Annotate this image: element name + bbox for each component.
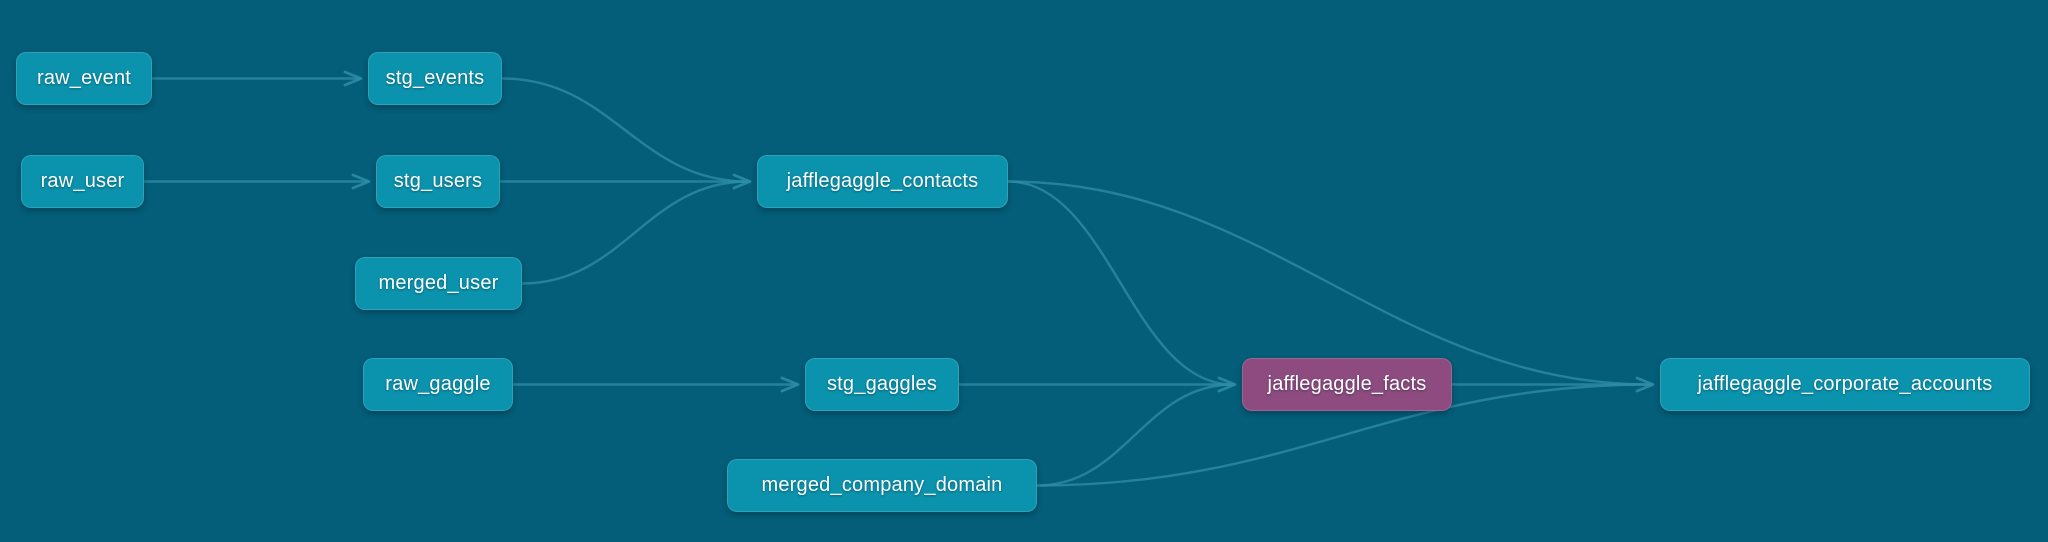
node-label: stg_users [393,170,483,192]
node-jafflegaggle_facts[interactable]: jafflegaggle_facts [1242,358,1452,411]
edge-merged_company_domain-to-jafflegaggle_corporate_accounts [1035,383,1653,487]
node-stg_gaggles[interactable]: stg_gaggles [805,358,959,411]
edge-merged_company_domain-to-jafflegaggle_facts [1035,383,1235,487]
node-merged_company_domain[interactable]: merged_company_domain [727,459,1037,512]
arrowhead-icon-into-stg_gaggles [780,376,800,393]
edge-jafflegaggle_contacts-to-jafflegaggle_corporate_accounts [1006,180,1653,386]
edge-stg_events-to-jafflegaggle_contacts [500,77,750,183]
node-jafflegaggle_contacts[interactable]: jafflegaggle_contacts [757,155,1008,208]
node-label: jafflegaggle_corporate_accounts [1697,373,1993,395]
node-label: stg_events [385,67,485,89]
node-merged_user[interactable]: merged_user [355,257,522,310]
edge-jafflegaggle_contacts-to-jafflegaggle_facts [1006,180,1235,386]
node-stg_events[interactable]: stg_events [368,52,502,105]
node-raw_user[interactable]: raw_user [21,155,144,208]
node-raw_event[interactable]: raw_event [16,52,152,105]
node-label: merged_user [378,272,499,294]
edge-merged_user-to-jafflegaggle_contacts [520,180,750,285]
node-jafflegaggle_corporate_accounts[interactable]: jafflegaggle_corporate_accounts [1660,358,2030,411]
node-label: jafflegaggle_contacts [786,170,979,192]
node-label: jafflegaggle_facts [1267,373,1427,395]
arrowhead-icon-into-stg_users [351,173,371,190]
node-raw_gaggle[interactable]: raw_gaggle [363,358,513,411]
arrowhead-icon-into-jafflegaggle_corporate_accounts [1635,376,1655,393]
node-label: stg_gaggles [826,373,938,395]
node-label: merged_company_domain [761,474,1003,496]
node-label: raw_event [36,67,132,89]
arrowhead-icon-into-stg_events [343,70,363,87]
node-label: raw_gaggle [385,373,491,395]
arrowhead-icon-into-jafflegaggle_contacts [732,173,752,190]
node-label: raw_user [40,170,125,192]
arrowhead-icon-into-jafflegaggle_facts [1217,376,1237,393]
node-stg_users[interactable]: stg_users [376,155,500,208]
